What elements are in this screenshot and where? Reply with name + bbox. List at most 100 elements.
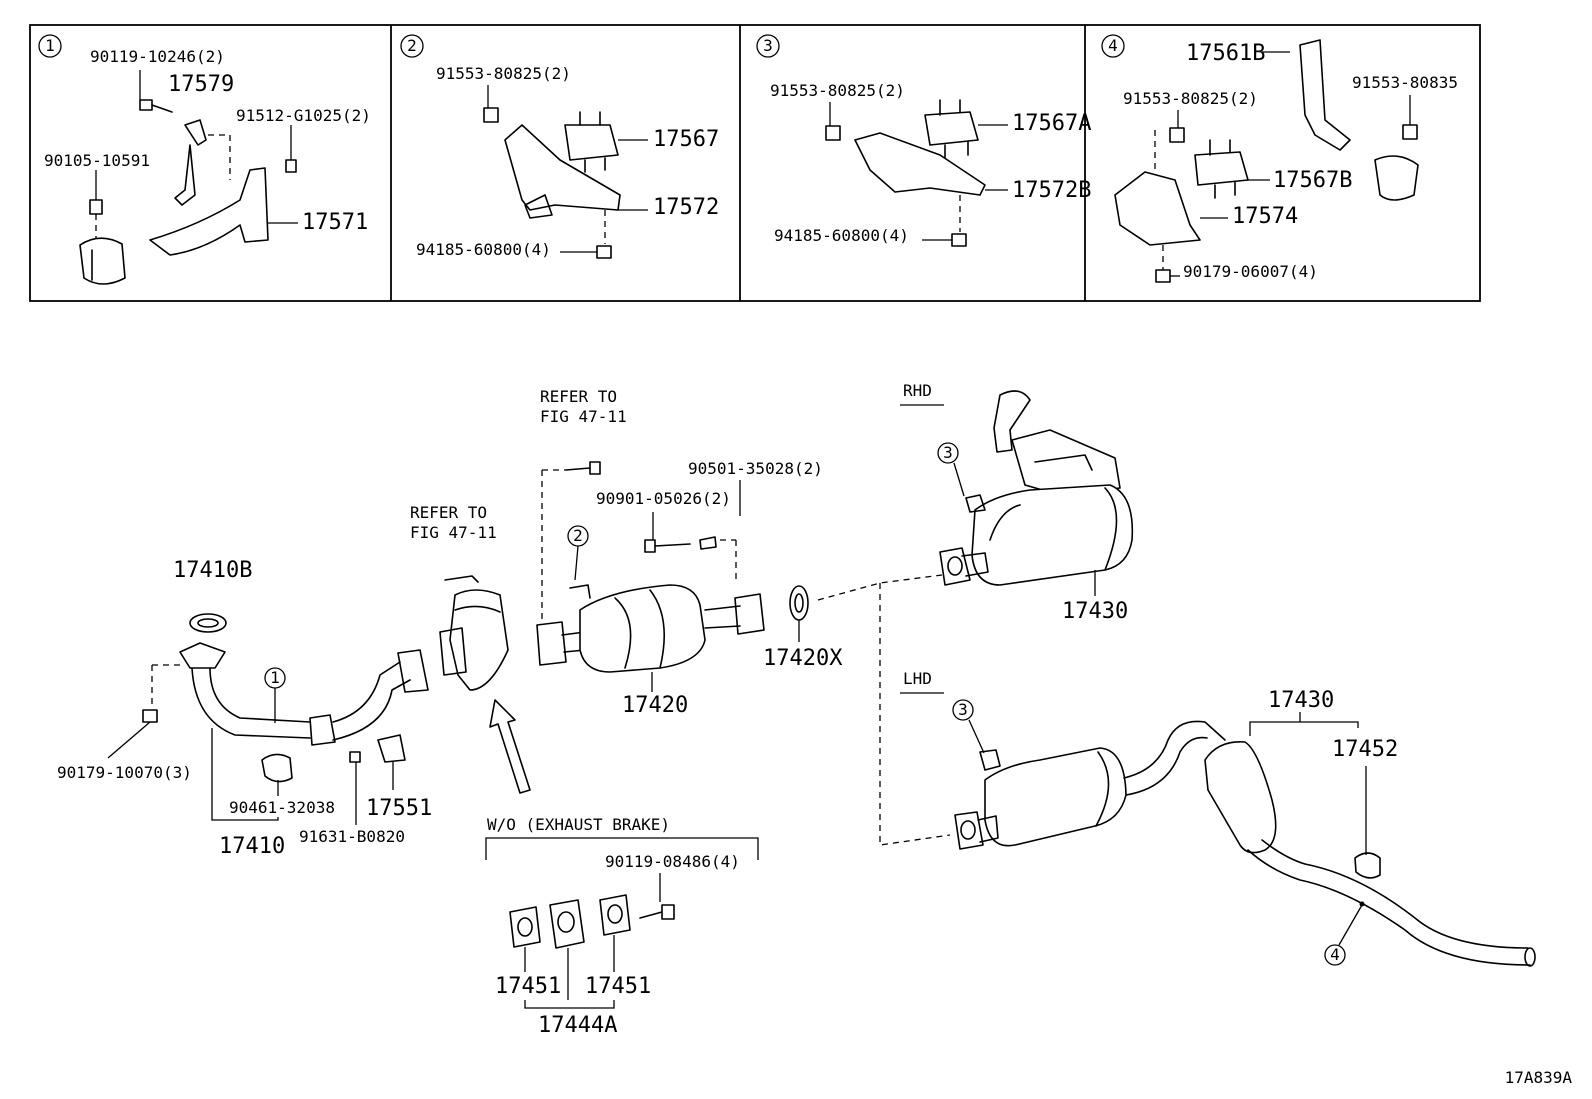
part-label[interactable]: 17430 <box>1062 599 1128 624</box>
rhd-label[interactable]: RHD <box>903 381 932 400</box>
part-label[interactable]: 91512-G1025(2) <box>236 106 371 125</box>
bolt-drawing <box>349 751 361 825</box>
part-label[interactable]: 94185-60800(4) <box>416 240 551 259</box>
part-label[interactable]: 91553-80825(2) <box>1123 89 1258 108</box>
part-label[interactable]: 17567 <box>653 127 719 152</box>
bolt-drawing <box>89 170 103 238</box>
rhd-group: RHD 3 17430 <box>900 381 1134 624</box>
marker-2[interactable]: 2 <box>567 525 589 581</box>
part-label[interactable]: 90901-05026(2) <box>596 489 731 508</box>
gasket-drawing <box>509 906 541 972</box>
center-pipe-group: REFER TO FIG 47-11 90501-35028(2) 90901-… <box>536 387 843 718</box>
part-label[interactable]: 17452 <box>1332 737 1398 762</box>
refer-text[interactable]: REFER TO <box>410 503 487 522</box>
hanger-drawing <box>1262 39 1351 151</box>
refer-text[interactable]: FIG 47-11 <box>410 523 497 542</box>
inset-2-marker[interactable]: 2 <box>400 34 424 58</box>
bolt-drawing <box>483 85 499 123</box>
part-label[interactable]: 90179-06007(4) <box>1183 262 1318 281</box>
marker-1[interactable]: 1 <box>264 667 286 723</box>
marker-3[interactable]: 3 <box>952 699 985 754</box>
gasket-drawing <box>789 585 809 642</box>
inset-3: 3 91553-80825(2) 17567A 17572B 94185-608… <box>756 34 1091 247</box>
part-label[interactable]: 91631-B0820 <box>299 827 405 846</box>
part-label[interactable]: 17551 <box>366 796 432 821</box>
wo-exhaust-brake-label[interactable]: W/O (EXHAUST BRAKE) <box>487 815 670 834</box>
bracket-drawing <box>504 124 648 219</box>
svg-text:3: 3 <box>958 700 968 719</box>
svg-text:4: 4 <box>1108 36 1118 55</box>
inset-3-marker[interactable]: 3 <box>756 34 780 58</box>
inset-4-marker[interactable]: 4 <box>1101 34 1125 58</box>
bolt-drawing <box>1402 95 1418 140</box>
mount-rubber-drawing <box>924 99 1008 159</box>
part-label[interactable]: 90119-08486(4) <box>605 852 740 871</box>
connector-dash-lines <box>817 574 951 846</box>
lhd-label[interactable]: LHD <box>903 669 932 688</box>
mount-rubber-drawing <box>1194 139 1270 199</box>
svg-text:2: 2 <box>407 36 417 55</box>
part-label[interactable]: 94185-60800(4) <box>774 226 909 245</box>
part-label[interactable]: 17430 <box>1268 688 1334 713</box>
bracket-drawing <box>854 132 1008 196</box>
marker-3[interactable]: 3 <box>937 442 965 497</box>
part-label[interactable]: 90501-35028(2) <box>688 459 823 478</box>
marker-4[interactable]: 4 <box>1324 901 1365 966</box>
bracket-drawing <box>1114 171 1228 246</box>
part-label[interactable]: 91553-80825(2) <box>770 81 905 100</box>
nut-drawing <box>1155 245 1180 283</box>
bolt-drawing <box>644 512 737 580</box>
part-label[interactable]: 17420X <box>763 646 843 671</box>
part-label[interactable]: 17561B <box>1186 41 1265 66</box>
part-label[interactable]: 91553-80835 <box>1352 73 1458 92</box>
svg-text:1: 1 <box>45 36 55 55</box>
inset-1: 1 90119-10246(2) 17579 91512-G1025(2) 90… <box>38 34 371 285</box>
nut-drawing <box>922 195 967 247</box>
refer-text[interactable]: REFER TO <box>540 387 617 406</box>
part-label[interactable]: 17572B <box>1012 178 1091 203</box>
spacer-drawing <box>549 899 585 1000</box>
part-label[interactable]: 17444A <box>538 1013 617 1038</box>
gasket-drawing <box>599 894 631 972</box>
part-label[interactable]: 90179-10070(3) <box>57 763 192 782</box>
part-label[interactable]: 17410B <box>173 558 252 583</box>
part-label[interactable]: 17567B <box>1273 168 1352 193</box>
part-label[interactable]: 90119-10246(2) <box>90 47 225 66</box>
inset-frame <box>29 24 1481 302</box>
part-label[interactable]: 17451 <box>495 974 561 999</box>
bolt-drawing <box>541 461 601 620</box>
part-label[interactable]: 17451 <box>585 974 651 999</box>
part-label[interactable]: 17574 <box>1232 204 1298 229</box>
part-label[interactable]: 17579 <box>168 72 234 97</box>
svg-text:3: 3 <box>763 36 773 55</box>
part-label[interactable]: 17420 <box>622 693 688 718</box>
front-pipe-drawing <box>151 642 429 746</box>
bolt-drawing <box>139 70 173 113</box>
lhd-group: LHD 3 17430 17452 4 <box>900 669 1536 967</box>
hanger-bracket-drawing <box>149 119 298 256</box>
part-label[interactable]: 90461-32038 <box>229 798 335 817</box>
part-label[interactable]: 90105-10591 <box>44 151 150 170</box>
bolt-drawing <box>1154 110 1185 175</box>
catalytic-converter-drawing <box>536 584 765 673</box>
part-label[interactable]: 17567A <box>1012 111 1091 136</box>
heat-insulator-drawing <box>377 734 406 790</box>
bolt-drawing <box>825 102 841 141</box>
part-label[interactable]: 17572 <box>653 195 719 220</box>
figure-id: 17A839A <box>1505 1068 1573 1087</box>
part-label[interactable]: 17410 <box>219 834 285 859</box>
nut-drawing <box>560 210 612 259</box>
refer-text[interactable]: FIG 47-11 <box>540 407 627 426</box>
wo-exhaust-brake-group: W/O (EXHAUST BRAKE) 90119-08486(4) 17451… <box>485 815 759 1038</box>
rhd-muffler-drawing <box>939 390 1134 586</box>
inset-1-marker[interactable]: 1 <box>38 34 62 58</box>
part-label[interactable]: 17571 <box>302 210 368 235</box>
inset-4: 4 17561B 91553-80825(2) 91553-80835 1756… <box>1101 34 1458 283</box>
svg-text:2: 2 <box>573 526 583 545</box>
inset-2: 2 91553-80825(2) 17567 17572 94185-60800… <box>400 34 719 259</box>
part-label[interactable]: 91553-80825(2) <box>436 64 571 83</box>
clamp-drawing <box>261 753 293 796</box>
gasket-drawing <box>189 613 227 633</box>
lhd-muffler-drawing <box>954 720 1536 967</box>
